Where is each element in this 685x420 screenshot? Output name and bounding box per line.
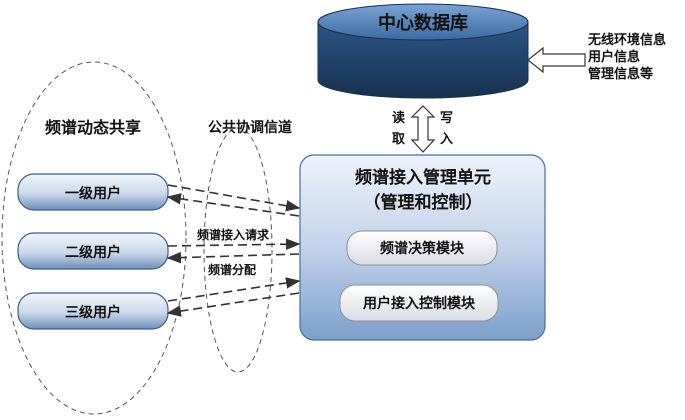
channel-ellipse: [203, 127, 273, 373]
database-title: 中心数据库: [378, 12, 468, 34]
read-label-1: 读: [392, 110, 405, 126]
arrow-manager-to-user1: [166, 193, 300, 217]
info-line-3: 管理信息等: [588, 66, 653, 82]
arrow-manager-to-user3: [166, 292, 300, 317]
arrow-user2-to-manager: [167, 238, 301, 250]
module-access-control-label: 用户接入控制模块: [363, 295, 476, 312]
module-access-control: 用户接入控制模块: [339, 284, 499, 322]
info-input-arrow: [527, 46, 586, 74]
central-database: 中心数据库: [317, 3, 529, 99]
user-label-2: 二级用户: [65, 244, 121, 261]
request-label: 频谱接入请求: [197, 227, 270, 242]
dynamic-sharing-title: 频谱动态共享: [45, 118, 141, 137]
manager-unit: 频谱接入管理单元 （管理和控制） 频谱决策模块 用户接入控制模块: [299, 154, 546, 341]
arrow-manager-to-user2: [166, 251, 300, 264]
channel-title: 公共协调信道: [208, 119, 292, 136]
write-label-2: 入: [440, 132, 453, 147]
read-label-2: 取: [392, 132, 406, 147]
manager-subtitle: （管理和控制）: [364, 192, 483, 213]
user-box-3: 三级用户: [17, 292, 169, 330]
dynamic-sharing-ellipse: [1, 61, 187, 415]
arrow-user3-to-manager: [167, 277, 301, 302]
allocation-label: 频谱分配: [208, 262, 256, 277]
signal-arrows: [166, 184, 301, 317]
info-line-1: 无线环境信息: [587, 32, 666, 48]
info-text: 无线环境信息 用户信息 管理信息等: [587, 32, 666, 82]
manager-title: 频谱接入管理单元: [355, 167, 491, 188]
write-label-1: 写: [440, 111, 453, 126]
module-decision-label: 频谱决策模块: [380, 240, 465, 257]
user-box-2: 二级用户: [17, 232, 169, 270]
user-box-1: 一级用户: [17, 173, 169, 211]
read-write-arrow: [410, 105, 436, 153]
user-label-1: 一级用户: [65, 185, 121, 202]
info-line-2: 用户信息: [587, 49, 640, 65]
module-decision: 频谱决策模块: [346, 230, 498, 266]
arrow-user1-to-manager: [167, 184, 301, 212]
user-label-3: 三级用户: [65, 304, 121, 321]
